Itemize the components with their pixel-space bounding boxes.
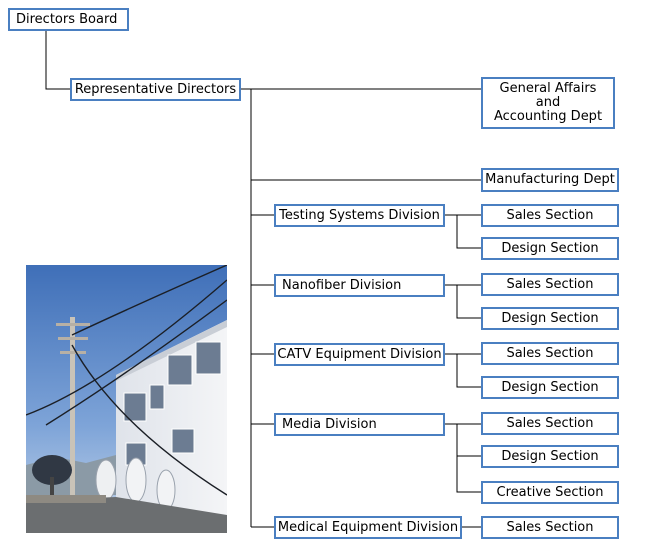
section-sales: Sales Section bbox=[481, 273, 619, 296]
section-design: Design Section bbox=[481, 307, 619, 330]
representative-directors-box: Representative Directors bbox=[70, 78, 241, 101]
division-testing-systems: Testing Systems Division bbox=[274, 204, 445, 227]
section-sales: Sales Section bbox=[481, 412, 619, 435]
division-medical-equipment: Medical Equipment Division bbox=[274, 516, 462, 539]
building-photo bbox=[26, 265, 227, 533]
section-creative: Creative Section bbox=[481, 481, 619, 504]
division-nanofiber: Nanofiber Division bbox=[274, 274, 445, 297]
section-sales: Sales Section bbox=[481, 516, 619, 539]
division-catv-equipment: CATV Equipment Division bbox=[274, 343, 445, 366]
directors-board-box: Directors Board bbox=[8, 8, 129, 31]
section-design: Design Section bbox=[481, 237, 619, 260]
section-sales: Sales Section bbox=[481, 342, 619, 365]
division-media: Media Division bbox=[274, 413, 445, 436]
section-design: Design Section bbox=[481, 376, 619, 399]
manufacturing-dept-box: Manufacturing Dept bbox=[481, 168, 619, 192]
general-affairs-box: General Affairs and Accounting Dept bbox=[481, 77, 615, 129]
section-design: Design Section bbox=[481, 445, 619, 468]
section-sales: Sales Section bbox=[481, 204, 619, 227]
